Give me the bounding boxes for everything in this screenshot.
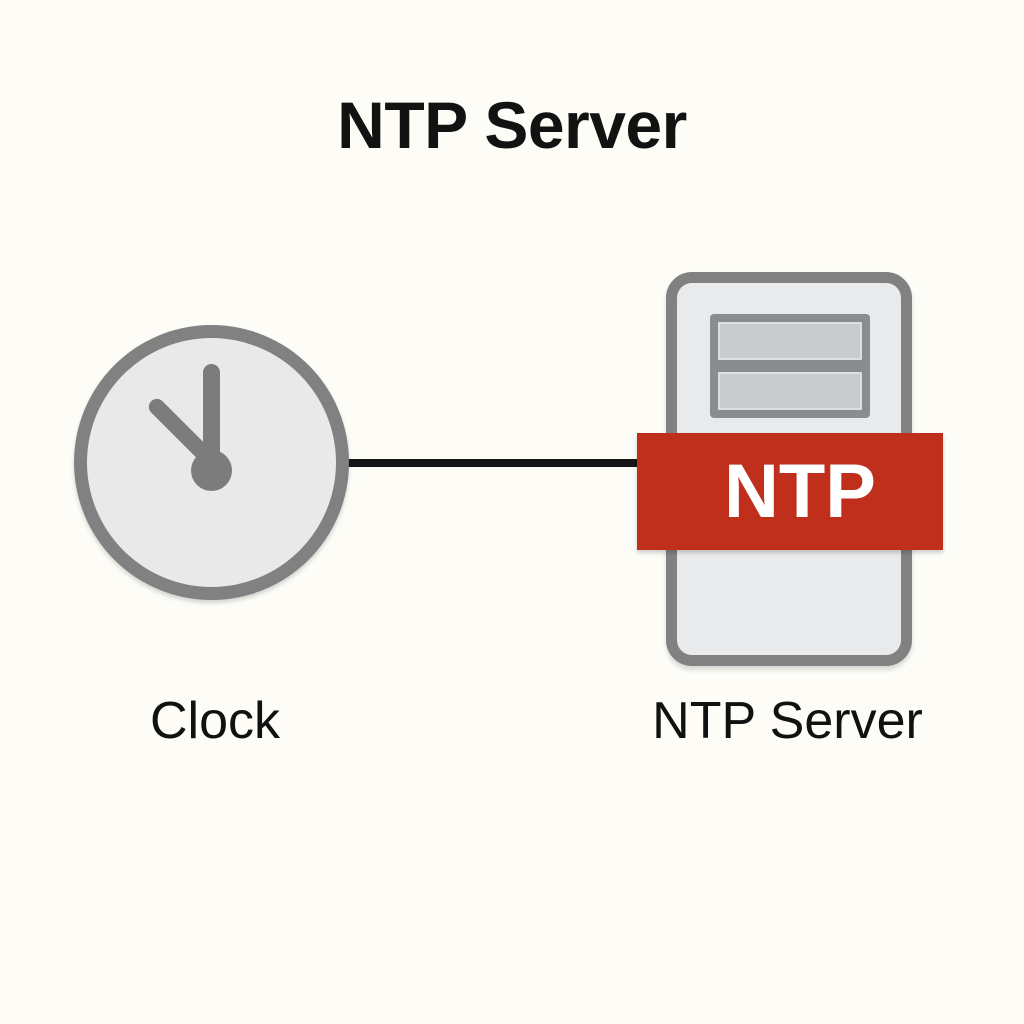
server-drive-slot — [718, 372, 862, 410]
clock-hands-group — [74, 325, 349, 600]
clock-hour-hand — [203, 364, 220, 462]
page-title: NTP Server — [337, 88, 687, 162]
server-caption: NTP Server — [652, 692, 923, 750]
clock-node[interactable] — [74, 325, 349, 600]
connector-line-clock-to-server — [332, 459, 652, 467]
ntp-badge-label: NTP — [724, 448, 876, 534]
server-drive-slot — [718, 322, 862, 360]
clock-center-hub — [191, 450, 232, 491]
server-drive-bay-panel — [710, 314, 870, 418]
ntp-badge: NTP — [637, 433, 943, 550]
clock-caption: Clock — [149, 692, 281, 750]
